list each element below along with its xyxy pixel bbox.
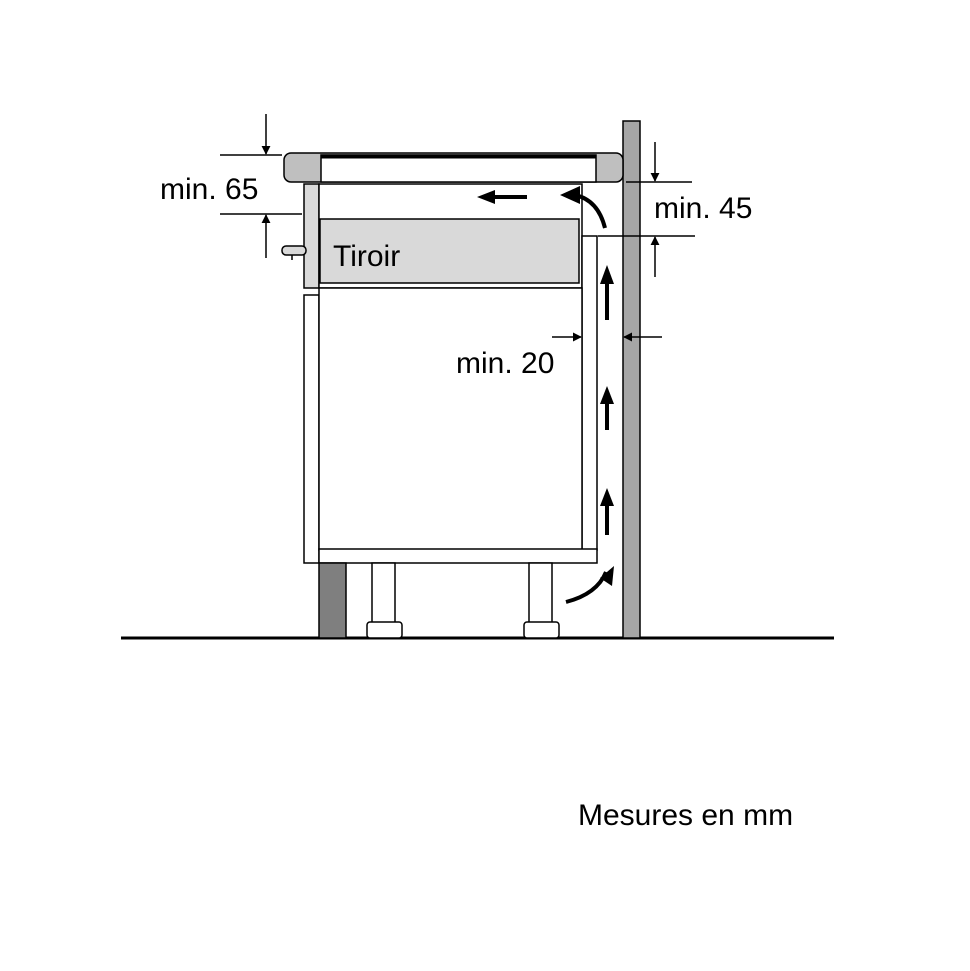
dimension-top: min. 65 xyxy=(160,114,302,258)
airflow-arrow-icon xyxy=(477,190,527,204)
airflow-arrow-icon xyxy=(600,265,614,320)
airflow-arrow-icon xyxy=(600,488,614,535)
wall xyxy=(622,120,641,639)
drawer xyxy=(319,218,580,284)
airflow-arrow-icon xyxy=(560,186,580,204)
cabinet-leg-right xyxy=(523,562,560,639)
back-panel xyxy=(581,235,598,551)
cabinet-lower-body xyxy=(318,287,583,551)
clearance-top-label: min. 65 xyxy=(160,173,258,206)
airflow-arrow-icon xyxy=(600,386,614,430)
dimension-wall: min. 45 xyxy=(598,142,752,277)
airflow-arrow-icon xyxy=(565,571,608,604)
airflow-arrow-icon xyxy=(600,566,614,586)
drawer-label: Tiroir xyxy=(333,240,400,273)
drawer-knob xyxy=(281,245,307,260)
dimension-back: min. 20 xyxy=(456,332,662,380)
clearance-wall-label: min. 45 xyxy=(654,192,752,225)
clearance-back-label: min. 20 xyxy=(456,347,554,380)
airflow-arrows xyxy=(477,186,614,604)
cabinet-front-lower xyxy=(303,294,320,564)
cabinet-front-upper xyxy=(303,183,320,289)
worktop xyxy=(283,152,624,183)
cabinet-base-shelf xyxy=(318,548,598,564)
hob-glass xyxy=(320,154,597,183)
cabinet-leg-left xyxy=(366,562,403,639)
plinth xyxy=(318,562,347,639)
units-note: Mesures en mm xyxy=(578,799,793,832)
